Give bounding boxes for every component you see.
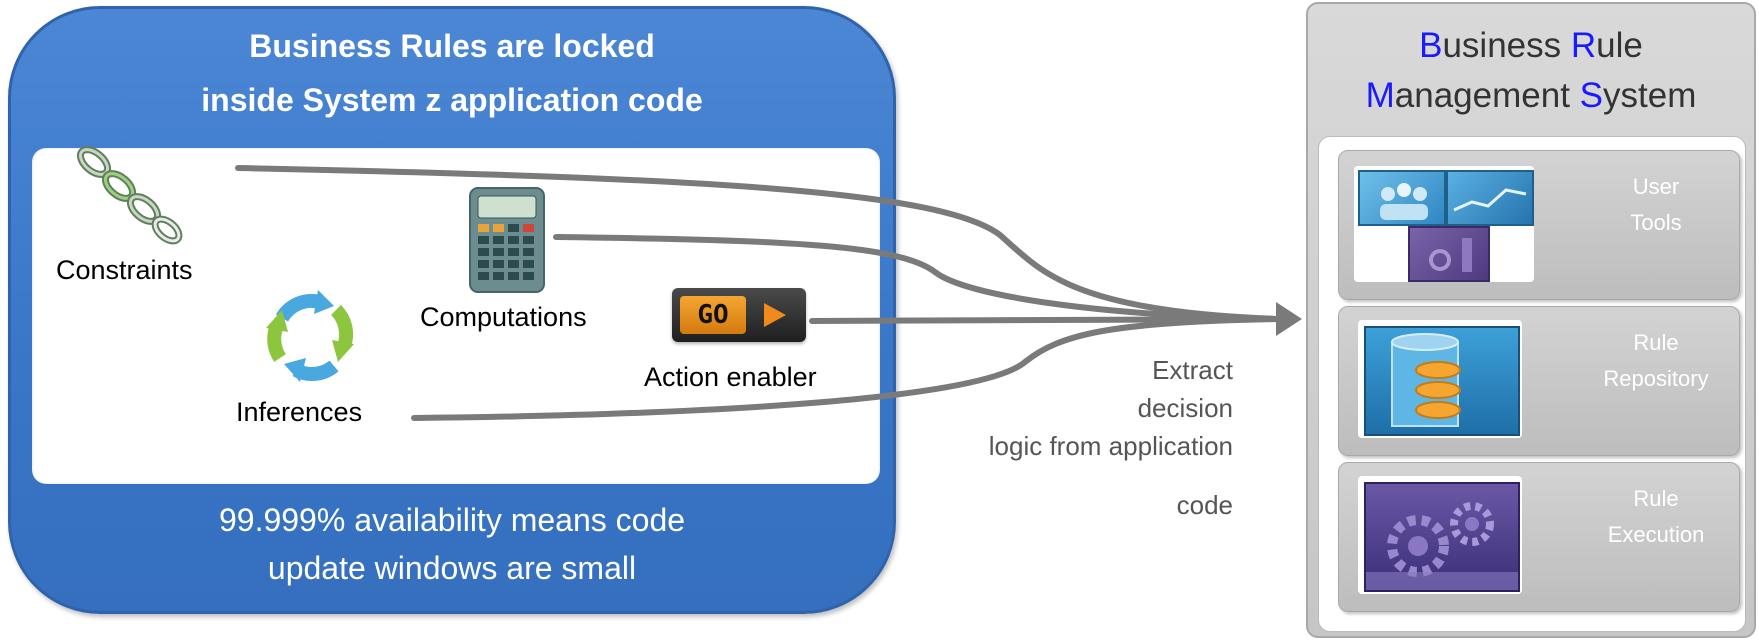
user-tools-image — [1354, 166, 1534, 282]
rule-execution-label-line2: Execution — [1607, 522, 1705, 547]
go-label: GO — [680, 296, 746, 334]
extract-line3: logic from application — [988, 431, 1233, 461]
extract-line2: decision — [1137, 393, 1233, 423]
panel-title-line1: Business Rules are locked — [249, 28, 655, 64]
database-icon — [1364, 326, 1520, 436]
arrow-head — [1276, 302, 1302, 336]
brms-title-line2: Management System — [1365, 76, 1697, 115]
people-icon — [1358, 170, 1446, 226]
user-tools-label-line1: User — [1632, 174, 1680, 199]
panel-footer-line2: update windows are small — [267, 550, 637, 586]
constraints-label: Constraints — [56, 255, 193, 285]
inferences-connector — [411, 316, 1283, 421]
tools-graph-icon — [1446, 170, 1534, 226]
constraints-connector — [235, 165, 1283, 322]
action-enabler-label: Action enabler — [644, 362, 817, 392]
computations-label: Computations — [420, 302, 587, 332]
rule-repository-label-line2: Repository — [1603, 366, 1709, 391]
play-icon — [764, 303, 786, 327]
chain-icon — [76, 146, 183, 245]
panel-footer-line1: 99.999% availability means code — [218, 502, 686, 538]
user-tools-label-line2: Tools — [1630, 210, 1682, 235]
extract-line1: Extract — [1152, 355, 1233, 385]
inferences-label: Inferences — [236, 397, 363, 427]
rule-execution-label-line1: Rule — [1633, 486, 1679, 511]
panel-title-line2: inside System z application code — [201, 82, 703, 118]
rule-repository-label-line1: Rule — [1633, 330, 1679, 355]
gears-icon — [1364, 482, 1520, 592]
cycle-icon — [266, 290, 354, 382]
extract-line4: code — [1176, 490, 1233, 520]
rule-execution-image — [1358, 476, 1522, 594]
calculator-icon — [469, 187, 545, 293]
computations-connector — [553, 234, 1283, 322]
rule-repository-image — [1358, 320, 1522, 438]
settings-image-icon — [1408, 226, 1490, 282]
go-button-icon: GO — [672, 288, 806, 342]
brms-title-line1: Business Rule — [1419, 26, 1643, 65]
